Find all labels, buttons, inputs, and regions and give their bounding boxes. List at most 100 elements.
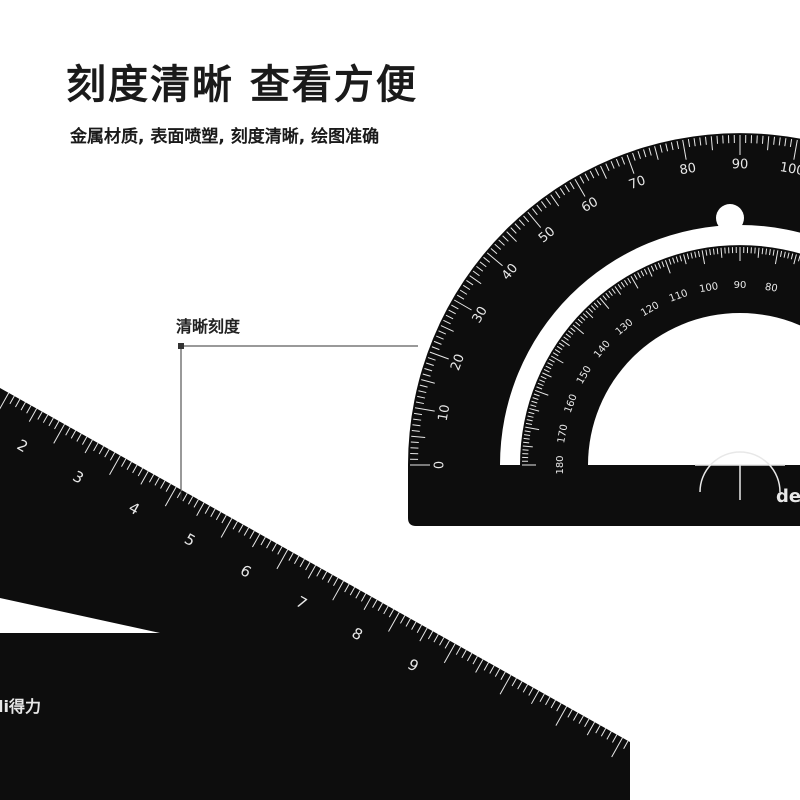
tick	[654, 264, 658, 271]
tick	[252, 533, 261, 548]
tick	[612, 734, 618, 743]
tick	[569, 181, 575, 190]
tick	[187, 496, 194, 505]
tick	[761, 248, 764, 255]
tick	[164, 486, 177, 507]
tick	[661, 261, 665, 268]
tick	[238, 524, 244, 533]
tick	[523, 437, 530, 440]
protractor-outer-label: 20	[448, 352, 468, 373]
tick	[388, 612, 400, 632]
tick	[429, 351, 449, 360]
tick	[444, 640, 450, 649]
tick	[53, 424, 65, 444]
tick	[417, 395, 426, 399]
tick	[525, 422, 532, 426]
tick	[716, 135, 719, 144]
tick	[483, 256, 491, 263]
tick	[608, 290, 613, 296]
tick	[600, 165, 607, 179]
tick	[204, 505, 211, 514]
tick	[0, 392, 10, 410]
protractor-inner-ticks	[522, 247, 800, 466]
tick	[602, 295, 607, 301]
tick	[615, 158, 620, 167]
tick	[779, 250, 783, 257]
tick	[410, 441, 419, 444]
tick	[549, 358, 555, 363]
tick	[532, 397, 539, 400]
tick	[686, 253, 690, 260]
tick	[789, 138, 793, 148]
tick	[550, 355, 564, 364]
tick	[277, 546, 283, 555]
tick	[455, 646, 462, 655]
protractor-outer-label: 70	[627, 173, 648, 193]
tick	[787, 252, 790, 259]
tick	[531, 400, 538, 404]
tick	[37, 411, 43, 420]
tick	[383, 605, 389, 615]
tick	[550, 699, 556, 709]
tick	[271, 543, 277, 552]
tick	[456, 294, 465, 300]
tick	[541, 201, 547, 209]
tick	[427, 357, 436, 361]
tick	[530, 404, 537, 408]
tick	[536, 204, 543, 212]
tick	[772, 249, 775, 256]
tick	[596, 300, 602, 306]
tick	[575, 321, 581, 327]
tick	[577, 318, 583, 324]
tick	[765, 248, 768, 255]
tick	[93, 442, 99, 452]
tick	[360, 593, 367, 602]
protractor-center-arc	[699, 451, 781, 493]
tick	[530, 690, 540, 705]
protractor-outer-label: 100	[779, 160, 800, 179]
tick	[461, 649, 467, 659]
tick	[517, 681, 523, 690]
tick	[148, 474, 155, 483]
tick	[590, 305, 596, 311]
tick	[215, 511, 222, 521]
tick	[243, 527, 250, 536]
tick	[418, 390, 427, 394]
tick	[565, 333, 571, 338]
tick	[605, 163, 610, 172]
tick	[249, 530, 255, 539]
tick	[377, 602, 383, 612]
protractor-body	[408, 133, 800, 526]
tick	[453, 299, 472, 311]
tick	[438, 330, 447, 335]
tick	[526, 419, 533, 422]
tick	[411, 435, 426, 438]
tick	[424, 368, 433, 372]
tick	[109, 452, 116, 461]
tick	[793, 254, 797, 265]
tick	[665, 143, 669, 152]
tick	[710, 136, 713, 151]
tick	[654, 146, 659, 160]
tick	[15, 398, 21, 408]
tick	[210, 508, 216, 517]
tick	[220, 518, 233, 538]
tick	[778, 137, 781, 146]
tick	[690, 252, 693, 259]
tick	[469, 275, 482, 285]
tick	[611, 737, 623, 758]
tick	[154, 477, 160, 486]
protractor-outer-label: 0	[433, 461, 448, 469]
tick	[630, 275, 639, 289]
tick	[349, 587, 356, 596]
callout-label: 清晰刻度	[176, 317, 241, 336]
tick	[425, 362, 434, 366]
tick	[693, 138, 696, 147]
tick	[614, 286, 622, 295]
tick	[672, 257, 675, 264]
protractor-outer-label: 90	[732, 158, 749, 173]
tick	[98, 445, 105, 455]
tick	[699, 137, 702, 146]
tick	[436, 335, 444, 340]
